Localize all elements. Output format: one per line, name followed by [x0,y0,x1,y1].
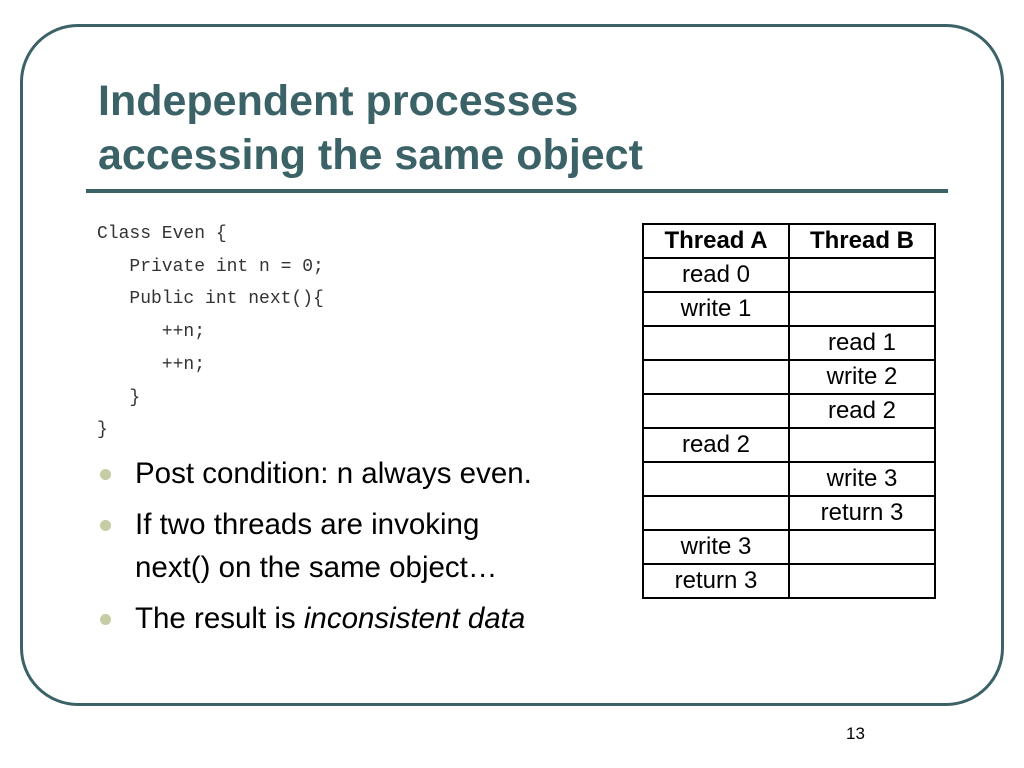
table-cell-thread-b: read 2 [788,393,936,429]
code-line: Public int next(){ [97,289,324,310]
table-cell-thread-a: read 0 [642,257,790,293]
table-cell-thread-a: return 3 [642,563,790,599]
slide-title-line-1: Independent processes [98,77,579,125]
table-cell-thread-a [642,393,790,429]
table-row: write 1 [642,291,936,327]
column-header-thread-b: Thread B [788,223,936,259]
table-cell-thread-a [642,495,790,531]
slide-frame [20,24,1004,706]
table-header-row: Thread A Thread B [642,223,936,259]
code-line: } [97,387,141,408]
page-number: 13 [846,724,865,743]
table-cell-thread-a: write 1 [642,291,790,327]
code-line: ++n; [97,322,206,343]
table-cell-thread-a: write 3 [642,529,790,565]
code-line: Private int n = 0; [97,256,324,277]
bullet-list: Post condition: n always even. If two th… [100,452,640,648]
slide-title: Independent processes accessing the same… [98,74,918,182]
table-row: read 2 [642,393,936,429]
table-row: return 3 [642,563,936,599]
title-divider [86,189,948,193]
bullet-emphasis-text: inconsistent data [303,602,526,635]
code-line: ++n; [97,354,206,375]
bullet-text: The result is [135,602,304,635]
code-line: } [97,420,108,441]
table-cell-thread-b [788,563,936,599]
table-row: return 3 [642,495,936,531]
bullet-item-result: The result is inconsistent data [100,597,640,640]
code-line: Class Even { [97,224,227,244]
table-row: write 3 [642,529,936,565]
table-cell-thread-a [642,359,790,395]
table-row: read 2 [642,427,936,463]
table-cell-thread-b: return 3 [788,495,936,531]
bullet-dot-icon [100,469,111,480]
table-row: read 0 [642,257,936,293]
bullet-item-two-threads: If two threads are invoking next() on th… [100,503,640,589]
bullet-dot-icon [100,520,111,531]
table-cell-thread-b: read 1 [788,325,936,361]
bullet-text: Post condition: n always even. [135,457,532,490]
column-header-thread-a: Thread A [642,223,790,259]
table-row: write 2 [642,359,936,395]
bullet-dot-icon [100,614,111,625]
table-cell-thread-b: write 3 [788,461,936,497]
table-row: write 3 [642,461,936,497]
table-cell-thread-b [788,291,936,327]
thread-interleaving-table: Thread A Thread B read 0 write 1 read 1 … [642,223,936,599]
bullet-item-post-condition: Post condition: n always even. [100,452,640,495]
table-cell-thread-b [788,427,936,463]
table-cell-thread-b [788,257,936,293]
slide-title-line-2: accessing the same object [98,131,643,179]
table-cell-thread-b [788,529,936,565]
table-cell-thread-a [642,325,790,361]
table-cell-thread-a [642,461,790,497]
code-block: Class Even { Private int n = 0; Public i… [97,218,324,447]
bullet-text-line-2: next() on the same object… [135,551,498,584]
table-cell-thread-a: read 2 [642,427,790,463]
bullet-text-line-1: If two threads are invoking [135,508,480,541]
table-cell-thread-b: write 2 [788,359,936,395]
table-row: read 1 [642,325,936,361]
